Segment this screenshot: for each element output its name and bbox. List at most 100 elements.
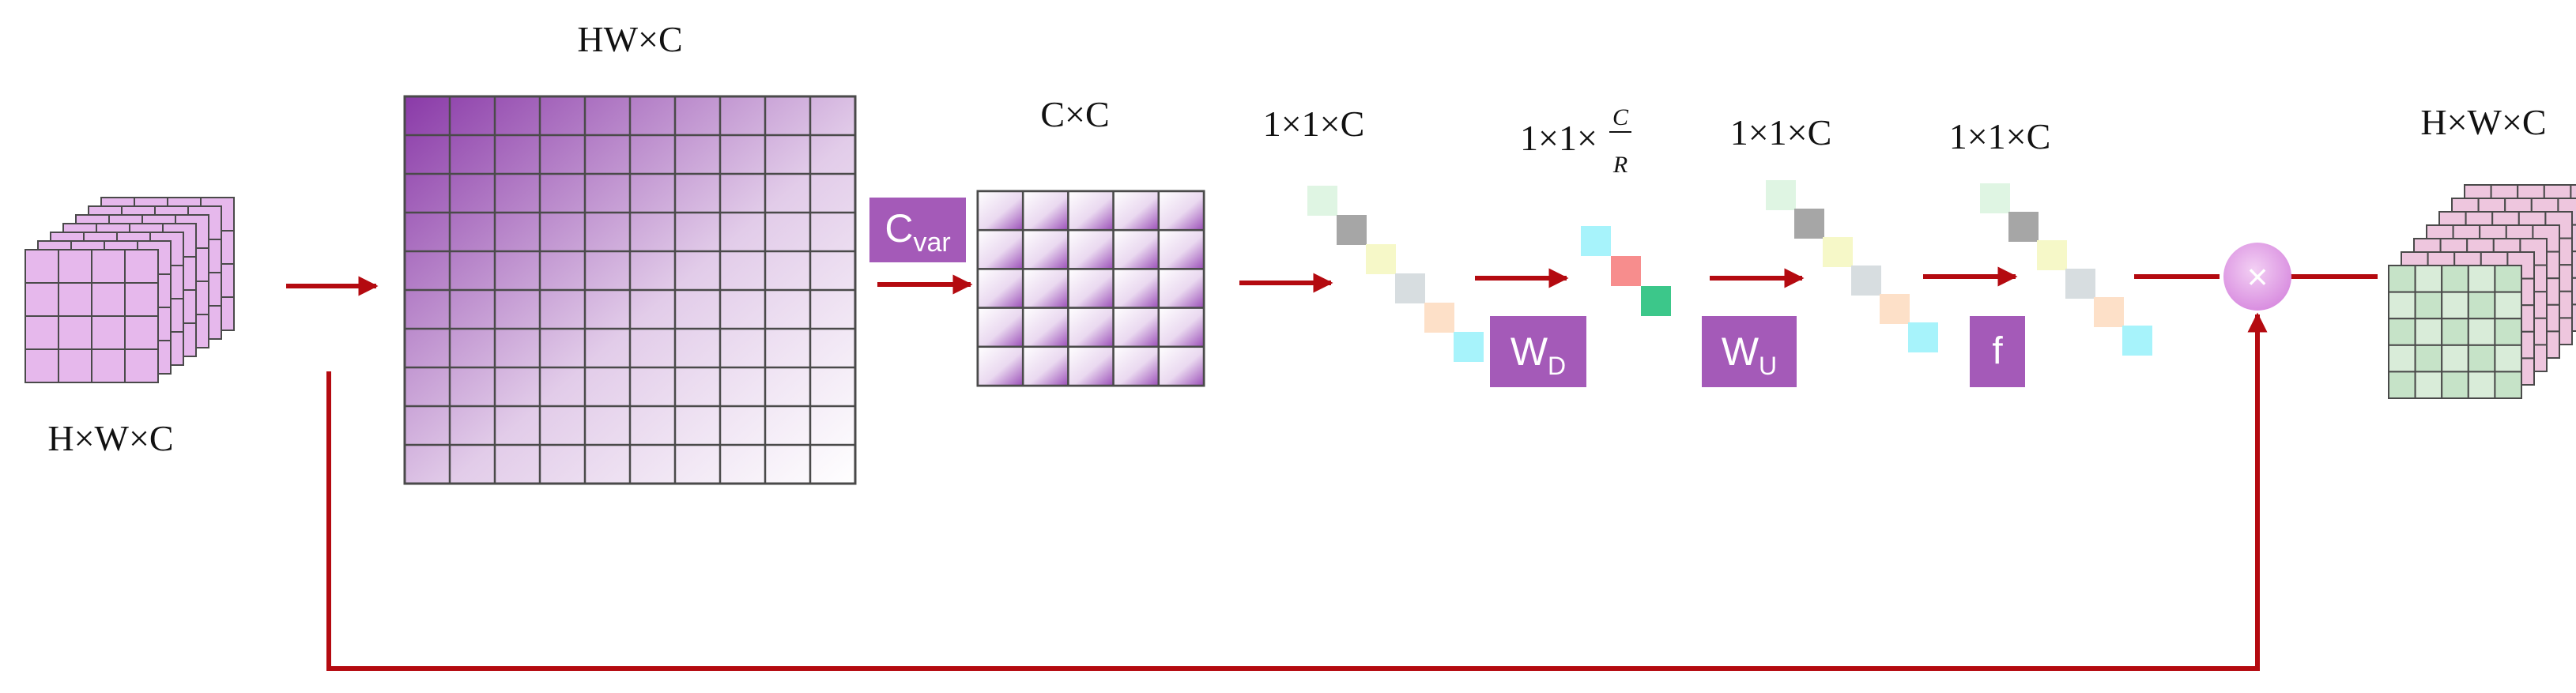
pooled-vector [1307, 186, 1484, 362]
vector-element [1454, 332, 1484, 362]
cube-cell [2441, 291, 2469, 320]
multiply-symbol: × [2247, 256, 2269, 297]
wd-sub-text: D [1548, 352, 1566, 380]
vector-element [1851, 266, 1881, 296]
cube-cell [124, 348, 159, 383]
cov-cell [1112, 345, 1160, 387]
cube-cell [2414, 291, 2443, 320]
cube-cell [2388, 318, 2416, 346]
cube-cell [91, 282, 126, 317]
vector-element [1823, 237, 1853, 267]
cov-cell [1021, 228, 1069, 270]
svg-text:Cvar: Cvar [884, 206, 950, 258]
f-op-box: f [1970, 316, 2025, 387]
cov-cell [976, 190, 1024, 232]
cvar-sub-text: var [913, 228, 950, 258]
cube-cell [58, 249, 92, 284]
reshape-dims-label: HW×C [577, 19, 682, 59]
cov-cell [976, 228, 1024, 270]
vector-element [2008, 212, 2039, 242]
cov-cell [1021, 190, 1069, 232]
vector-element [1395, 273, 1425, 303]
vector-element [1307, 186, 1337, 216]
cube-cell [2414, 344, 2443, 373]
vector-element [1908, 322, 1938, 352]
activated-vector [1980, 183, 2152, 356]
cov-cell [1067, 307, 1115, 348]
output-dims-label: H×W×C [2420, 102, 2546, 142]
cube-cell [58, 282, 92, 317]
cube-cell [25, 249, 59, 284]
vector-element [1366, 244, 1396, 274]
cov-cell [1157, 190, 1205, 232]
cube-cell [2388, 344, 2416, 373]
cov-cell [1157, 268, 1205, 309]
wu-main-text: W [1722, 330, 1759, 374]
cube-cell [2494, 291, 2522, 320]
vector-element [1794, 209, 1824, 239]
cube-cell [2467, 371, 2496, 399]
cov-cell [1021, 307, 1069, 348]
reshaped-matrix [403, 95, 857, 485]
forward-arrows [286, 266, 2378, 671]
down-dims-denominator: R [1612, 152, 1627, 178]
cube-cell [2441, 318, 2469, 346]
cube-cell [25, 282, 59, 317]
cube-cell [2388, 265, 2416, 293]
cov-cell [976, 345, 1024, 387]
svg-text:WD: WD [1511, 330, 1566, 380]
cvar-op-box: Cvar [869, 198, 966, 262]
cube-cell [2388, 291, 2416, 320]
cov-cell [1112, 307, 1160, 348]
cov-cell [1067, 268, 1115, 309]
input-dims-label: H×W×C [47, 418, 173, 458]
cube-cell [2467, 265, 2496, 293]
cube-cell [2494, 318, 2522, 346]
cube-cell [91, 315, 126, 350]
cube-cell [2441, 265, 2469, 293]
wu-sub-text: U [1759, 352, 1777, 380]
cube-cell [2494, 371, 2522, 399]
vector-element [2037, 240, 2067, 270]
multiply-node: × [2223, 243, 2291, 311]
cov-cell [1157, 345, 1205, 387]
up-dims-label: 1×1×C [1730, 112, 1832, 153]
cov-cell [1067, 345, 1115, 387]
cube-cell [25, 315, 59, 350]
wd-main-text: W [1511, 330, 1548, 374]
cube-cell [2414, 318, 2443, 346]
output-feature-cube [2388, 184, 2576, 399]
cube-cell [58, 315, 92, 350]
cube-cell [124, 315, 159, 350]
cov-cell [1067, 190, 1115, 232]
vector-element [1880, 294, 1910, 324]
covariance-matrix [976, 190, 1205, 387]
cov-cell [1157, 228, 1205, 270]
cov-cell [1157, 307, 1205, 348]
cube-cell [124, 249, 159, 284]
cube-cell [2494, 344, 2522, 373]
vector-element [1337, 215, 1367, 245]
vector-element [1424, 303, 1454, 333]
cov-cell [1021, 268, 1069, 309]
cov-cell [976, 268, 1024, 309]
down-dims-prefix: 1×1× [1520, 118, 1597, 158]
cube-cell [91, 249, 126, 284]
svg-text:WU: WU [1722, 330, 1777, 380]
cube-cell [2441, 344, 2469, 373]
cube-cell [124, 282, 159, 317]
cube-cell [2388, 371, 2416, 399]
wu-op-box: WU [1702, 316, 1797, 387]
cube-cell [2467, 344, 2496, 373]
wd-op-box: WD [1490, 316, 1586, 387]
down-dims-label: 1×1× [1520, 118, 1597, 158]
pool-dims-label: 1×1×C [1263, 104, 1365, 144]
vector-element [1641, 286, 1671, 316]
cube-cell [2467, 291, 2496, 320]
cube-cell [2414, 371, 2443, 399]
cov-cell [1112, 228, 1160, 270]
f-text: f [1992, 330, 2003, 372]
cov-cell [1067, 228, 1115, 270]
expanded-vector [1766, 180, 1938, 352]
